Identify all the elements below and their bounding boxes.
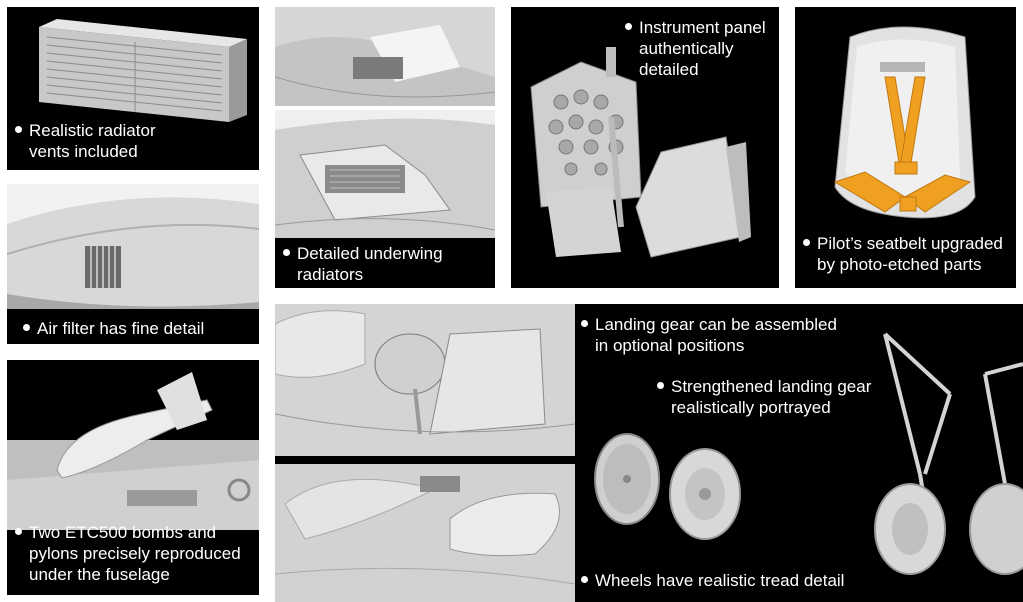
bullet-icon (283, 249, 290, 257)
panel-instrument: Instrument panel authentically detailed (511, 7, 779, 288)
bullet-icon (581, 576, 588, 584)
caption-line: radiators (297, 265, 364, 284)
wing-underside-render (275, 464, 575, 602)
seatbelt-render (833, 26, 976, 219)
caption-line: pylons precisely reproduced (29, 544, 241, 563)
underwing-bottom-render (275, 110, 495, 238)
bullet-icon (581, 320, 588, 328)
bullet-icon (15, 126, 22, 134)
caption-line: detailed (639, 60, 699, 79)
caption-line: authentically (639, 39, 734, 58)
underwing-top-render (275, 7, 495, 106)
caption-line: Strengthened landing gear (657, 376, 871, 397)
landing-gear-struts-render (874, 332, 1023, 575)
bullet-icon (625, 23, 632, 31)
panel-underwing-top (275, 7, 495, 106)
caption-line: under the fuselage (29, 565, 170, 584)
panel-radiator-vents: Realistic radiator vents included (7, 7, 259, 170)
caption-line: vents included (29, 142, 138, 161)
caption-line: by photo-etched parts (817, 255, 982, 274)
panel-bombs: Two ETC500 bombs and pylons precisely re… (7, 360, 259, 595)
bombs-render (7, 372, 259, 530)
panel-landing-gear: Landing gear can be assembled in optiona… (275, 304, 1023, 602)
caption-line: Landing gear can be assembled (581, 314, 837, 335)
panel-air-filter: Air filter has fine detail (7, 184, 259, 344)
radiator-render (39, 19, 247, 122)
caption-line: in optional positions (595, 336, 745, 355)
caption-line: Realistic radiator (15, 120, 156, 141)
bullet-icon (803, 239, 810, 247)
landing-gear-bay-render (275, 304, 575, 456)
caption-line: Wheels have realistic tread detail (581, 570, 844, 591)
bullet-icon (23, 324, 30, 332)
air-filter-render (7, 184, 259, 309)
panel-underwing: Detailed underwing radiators (275, 110, 495, 288)
caption-line: Pilot’s seatbelt upgraded (803, 233, 1003, 254)
caption-line: Air filter has fine detail (23, 318, 204, 339)
bullet-icon (15, 528, 22, 536)
caption-line: Two ETC500 bombs and (15, 522, 241, 543)
caption-line: realistically portrayed (671, 398, 831, 417)
bullet-icon (657, 382, 664, 390)
wheels-render (594, 433, 741, 540)
caption-line: Instrument panel (625, 17, 766, 38)
caption-line: Detailed underwing (283, 243, 443, 264)
instrument-render (530, 47, 751, 258)
panel-seatbelt: Pilot’s seatbelt upgraded by photo-etche… (795, 7, 1016, 288)
